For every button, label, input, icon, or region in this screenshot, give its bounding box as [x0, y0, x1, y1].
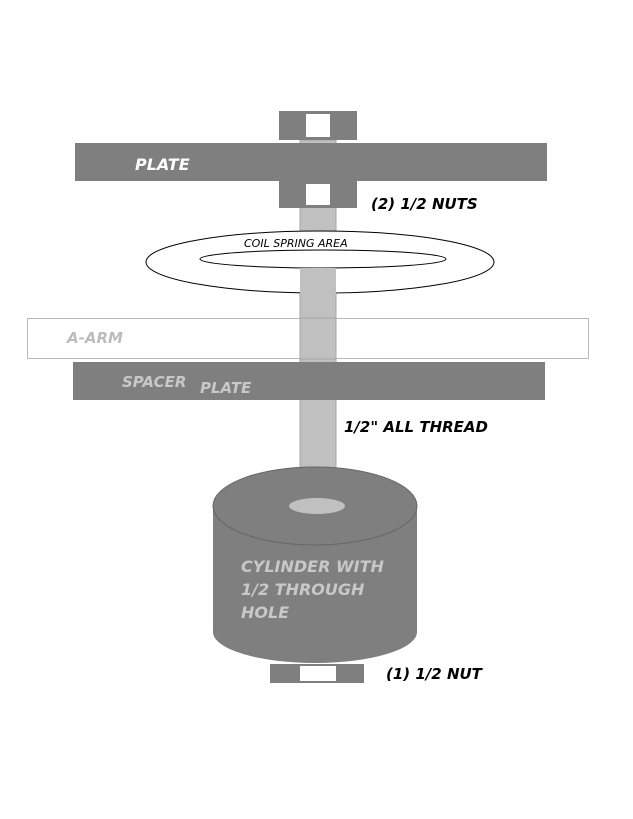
cylinder: [212, 466, 418, 663]
cylinder-label-line3: HOLE: [241, 603, 289, 622]
coil-spring-label: COIL SPRING AREA: [244, 237, 348, 250]
cylinder-label-line2: 1/2 THROUGH: [241, 580, 365, 599]
upper-lower-nut: [279, 181, 357, 208]
bottom-nut: [270, 664, 364, 683]
through-hole: [289, 498, 345, 514]
two-nuts-label: (2) 1/2 NUTS: [371, 195, 478, 213]
a-arm-label: A-ARM: [66, 329, 123, 347]
one-nut-label: (1) 1/2 NUT: [386, 665, 484, 683]
spacer-label: SPACER: [122, 373, 186, 391]
top-plate-label: PLATE: [135, 155, 190, 174]
coil-spring-area: [145, 230, 495, 294]
spacer-plate: [73, 362, 545, 400]
cylinder-label-line1: CYLINDER WITH: [241, 557, 384, 576]
spacer-plate-label: PLATE: [200, 379, 252, 397]
top-plate: [75, 143, 547, 181]
top-nut: [279, 111, 357, 140]
all-thread-label: 1/2" ALL THREAD: [344, 418, 488, 436]
